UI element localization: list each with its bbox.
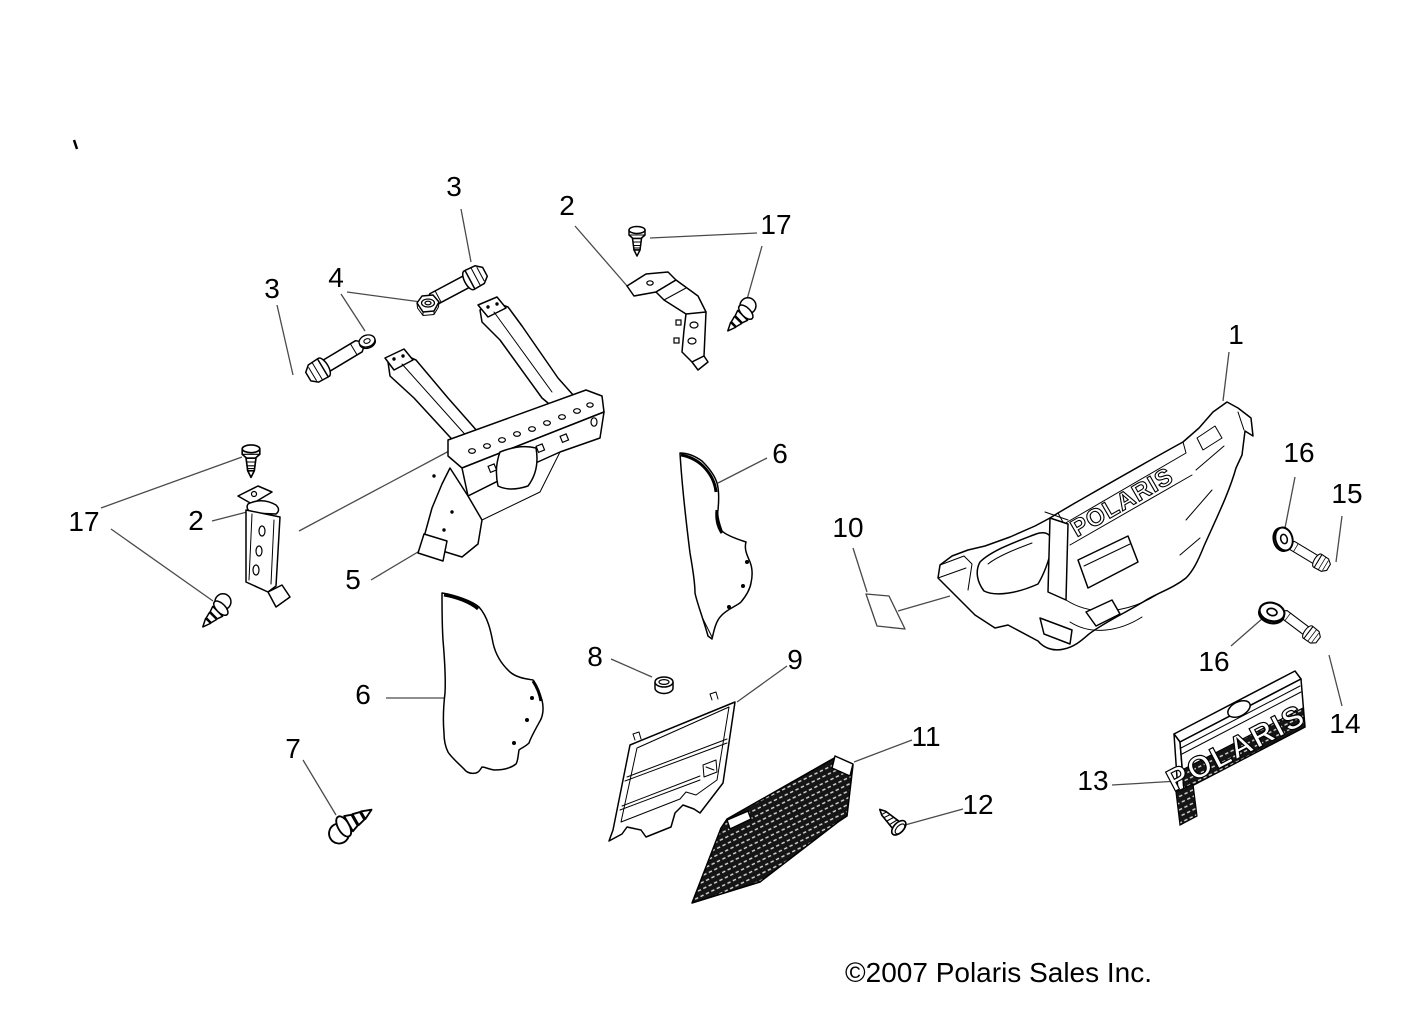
- copyright-notice: ©2007 Polaris Sales Inc.: [845, 957, 1152, 988]
- leader-3-left: [276, 304, 294, 376]
- callout-9: 9: [787, 644, 803, 675]
- callout-4: 4: [328, 262, 344, 293]
- leader-8: [610, 658, 653, 678]
- part-17-clip-right: [718, 293, 763, 338]
- leader-17-top-a: [649, 232, 758, 239]
- callout-17-right: 17: [760, 209, 791, 240]
- leader-16-lower: [1230, 617, 1264, 647]
- leader-17-top-b: [745, 245, 763, 304]
- callout-15: 15: [1331, 478, 1362, 509]
- callout-3-left: 3: [264, 273, 280, 304]
- part-8-grommet: [654, 676, 674, 695]
- callout-6-right: 6: [772, 438, 788, 469]
- leader-frame-attach: [298, 449, 452, 532]
- leader-3-top: [460, 208, 472, 263]
- callout-16-upper: 16: [1283, 437, 1314, 468]
- callout-labels: 1 2 2 3 3 4 5 6 6 7 8 9 10 11 12 13 14 1…: [68, 171, 1362, 820]
- part-4-nut: [416, 294, 440, 317]
- part-16-washer-lower: [1255, 598, 1288, 628]
- leader-16-upper: [1284, 476, 1296, 529]
- part-11-mesh-screen: [691, 755, 854, 904]
- leader-14: [1328, 654, 1343, 707]
- leader-10-a: [852, 547, 868, 593]
- part-9-grille-backer-panel: [608, 691, 736, 842]
- part-17-clip-left: [193, 589, 238, 634]
- callout-7: 7: [285, 733, 301, 764]
- part-17-rivet-left: [241, 444, 261, 479]
- leader-9: [736, 665, 788, 703]
- leader-2-left: [211, 511, 248, 522]
- part-6-side-panel-right: [679, 452, 753, 640]
- part-1-front-bumper-fascia: POLARIS: [937, 401, 1254, 651]
- stray-mark: [72, 139, 79, 150]
- callout-1: 1: [1228, 319, 1244, 350]
- leader-12: [904, 808, 964, 826]
- leader-lines: [100, 208, 1343, 826]
- part-5-bumper-mount-frame: [384, 296, 605, 562]
- leader-17-left-a: [100, 456, 243, 509]
- part-12-screw: [872, 802, 910, 839]
- part-13-front-grille: POLARIS: [1160, 670, 1312, 826]
- leader-6-right: [717, 457, 768, 484]
- leader-7: [302, 759, 337, 816]
- part-3-bolt-left: [302, 334, 369, 387]
- callout-3-top: 3: [446, 171, 462, 202]
- leader-15: [1335, 515, 1343, 563]
- callout-14: 14: [1329, 708, 1360, 739]
- callout-17-left: 17: [68, 506, 99, 537]
- callout-12: 12: [962, 789, 993, 820]
- part-17-rivet-top: [628, 225, 646, 257]
- part-10-decal: [865, 593, 906, 630]
- leader-10-b: [897, 595, 951, 612]
- callout-13: 13: [1077, 765, 1108, 796]
- part-2-bracket-right: [626, 271, 709, 371]
- callout-11: 11: [911, 721, 940, 752]
- callout-10: 10: [832, 512, 863, 543]
- leader-17-left-b: [110, 528, 214, 602]
- callout-16-lower: 16: [1198, 646, 1229, 677]
- leader-1: [1222, 351, 1230, 402]
- leader-11: [853, 739, 913, 763]
- part-6-side-panel-left: [441, 592, 544, 775]
- leader-4-b: [340, 293, 366, 332]
- callout-8: 8: [587, 641, 603, 672]
- callout-2-top: 2: [559, 190, 575, 221]
- leader-2-top: [574, 225, 629, 288]
- callout-6-left: 6: [355, 679, 371, 710]
- frame-hole-row: [468, 402, 594, 454]
- callout-2-left: 2: [188, 505, 204, 536]
- part-2-bracket-left: [237, 485, 291, 608]
- leader-13: [1111, 780, 1180, 786]
- callout-5: 5: [345, 564, 361, 595]
- leader-4-a: [346, 291, 422, 303]
